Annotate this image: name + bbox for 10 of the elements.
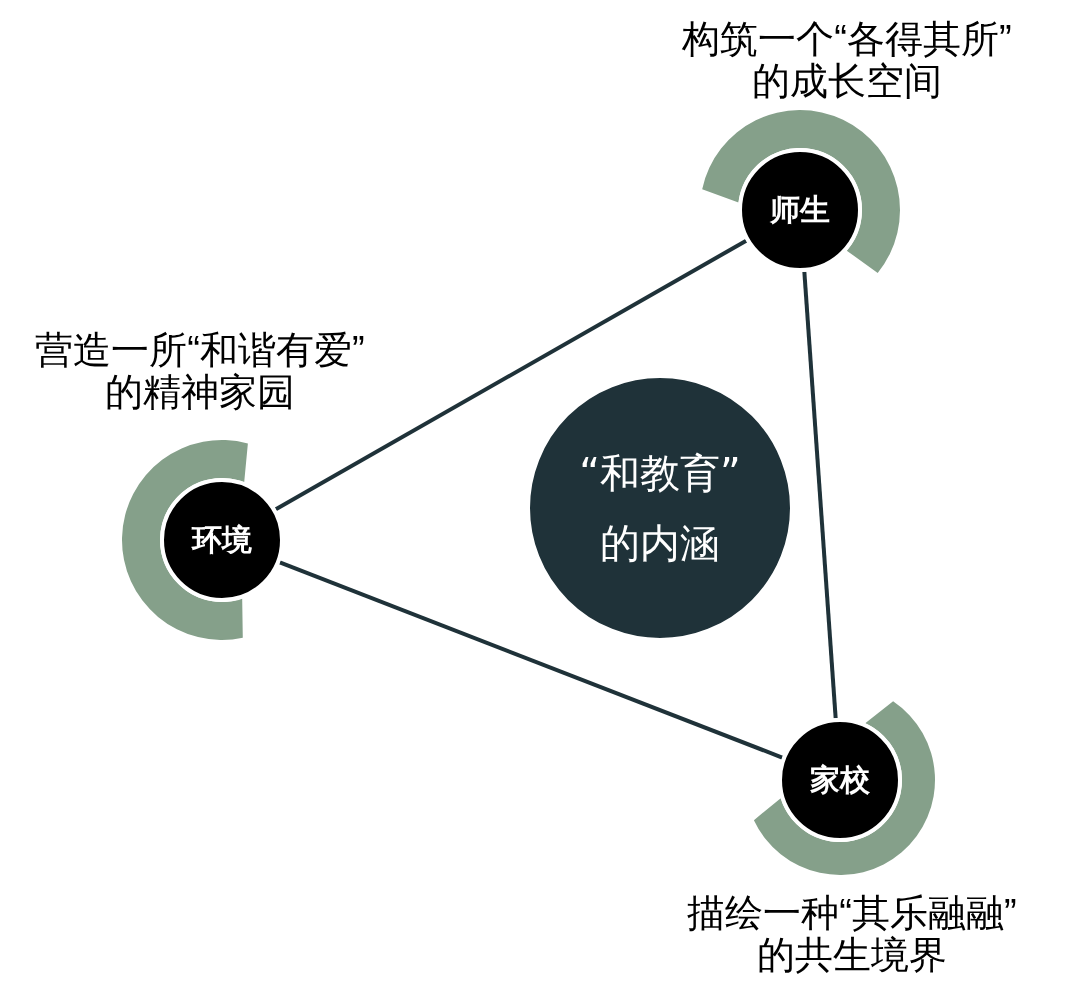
connector-line — [802, 271, 838, 719]
connector-line — [274, 239, 748, 511]
node-label: 环境 — [192, 522, 252, 558]
node-label: 家校 — [810, 762, 870, 798]
node-caption: 描绘一种“其乐融融”的共生境界 — [686, 892, 1018, 976]
node-caption: 营造一所“和谐有爱”的精神家园 — [34, 329, 366, 413]
hub-title: “和教育”的内涵 — [578, 449, 742, 568]
node-caption: 构筑一个“各得其所”的成长空间 — [681, 18, 1013, 102]
node-label: 师生 — [770, 192, 830, 228]
connector-line — [279, 560, 783, 760]
